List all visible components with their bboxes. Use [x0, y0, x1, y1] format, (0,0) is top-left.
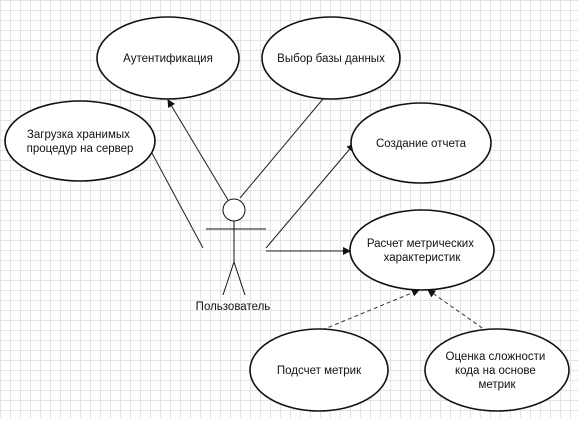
actor-user[interactable]: Пользователь — [196, 198, 271, 313]
use-case-count[interactable]: Подсчет метрик — [249, 328, 389, 412]
use-case-calc[interactable]: Расчет метрических характеристик — [349, 209, 495, 291]
use-case-complexity[interactable]: Оценка сложности кода на основе метрик — [424, 328, 570, 412]
use-case-upload-label: Загрузка хранимых процедур на сервер — [27, 129, 134, 155]
actor-head — [222, 198, 246, 222]
use-case-complexity-label: Оценка сложности кода на основе метрик — [446, 351, 549, 391]
assoc-line-db-select — [239, 86, 334, 199]
actor-label: Пользователь — [196, 301, 271, 313]
assoc-line-upload — [145, 141, 204, 249]
assoc-line-report — [265, 143, 355, 249]
use-case-report[interactable]: Создание отчета — [350, 102, 492, 184]
use-case-upload[interactable]: Загрузка хранимых процедур на сервер — [4, 100, 156, 182]
actor-right-leg — [233, 261, 246, 296]
dep-line-count — [321, 288, 420, 331]
use-case-auth[interactable]: Аутентификация — [96, 16, 240, 100]
actor-left-leg — [222, 261, 235, 296]
assoc-line-auth — [167, 99, 229, 201]
use-case-report-label: Создание отчета — [376, 138, 467, 150]
use-case-db-select-label: Выбор базы данных — [277, 53, 385, 65]
dep-line-complexity — [427, 289, 489, 333]
use-case-count-label: Подсчет метрик — [277, 365, 362, 377]
use-case-auth-label: Аутентификация — [123, 53, 213, 65]
use-case-calc-label: Расчет метрических характеристик — [367, 238, 477, 264]
use-case-db-select[interactable]: Выбор базы данных — [261, 16, 401, 100]
